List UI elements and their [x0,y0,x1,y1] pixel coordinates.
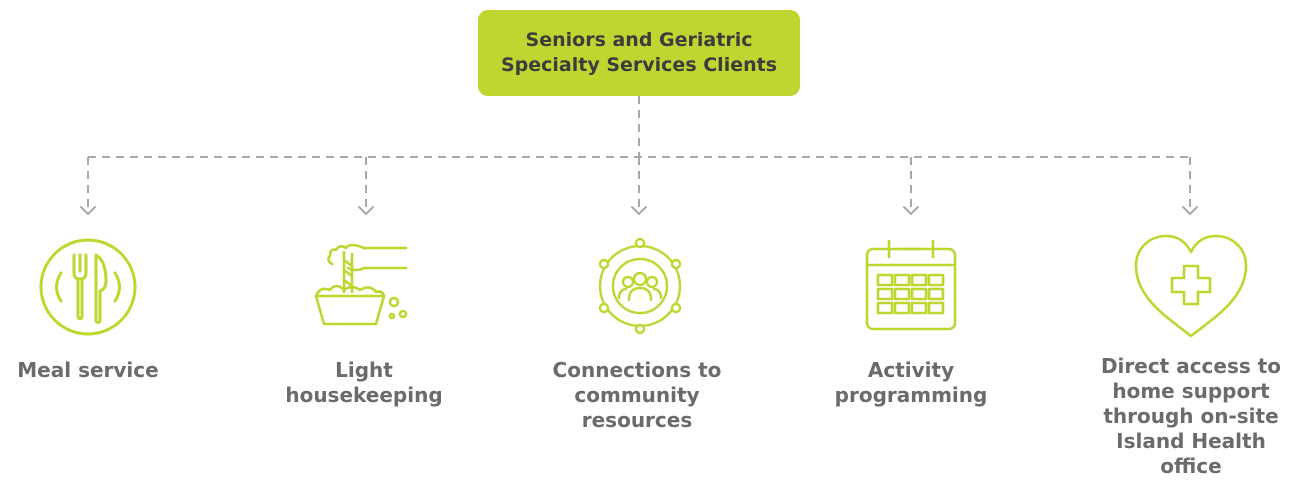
arrowhead-5 [1182,206,1198,216]
housekeeping-label-line-2: housekeeping [285,383,443,407]
arrowhead-1 [80,206,96,216]
community-label-line-1: Connections to [552,358,722,382]
root-title-line-2: Specialty Services Clients [500,54,778,76]
home-support-label-line-2: home support [1112,379,1270,403]
meal-label-line-1: Meal service [17,358,159,382]
root-node: Seniors and Geriatric Specialty Services… [478,10,800,96]
service-label-home-support: Direct access to home support through on… [1081,354,1301,479]
root-title-line-1: Seniors and Geriatric [525,29,753,51]
home-support-label-line-1: Direct access to [1100,354,1282,378]
calendar-icon [865,239,957,331]
service-label-activity: Activity programming [801,358,1021,408]
housekeeping-icon [314,243,408,326]
service-label-meal: Meal service [0,358,198,383]
community-label-line-2: community [574,383,700,407]
arrowhead-4 [903,206,919,216]
community-label-line-3: resources [581,408,693,432]
home-support-label-line-4: Island Health [1116,429,1266,453]
heart-cross-icon [1134,234,1248,338]
meal-icon [39,238,137,336]
arrowhead-3 [631,206,647,216]
activity-label-line-2: programming [834,383,988,407]
activity-label-line-1: Activity [867,358,955,382]
service-label-housekeeping: Light housekeeping [254,358,474,408]
arrowhead-2 [358,206,374,216]
service-label-community: Connections to community resources [527,358,747,433]
community-icon [598,237,682,335]
home-support-label-line-5: office [1160,454,1222,478]
housekeeping-label-line-1: Light [335,358,393,382]
home-support-label-line-3: through on-site [1103,404,1279,428]
